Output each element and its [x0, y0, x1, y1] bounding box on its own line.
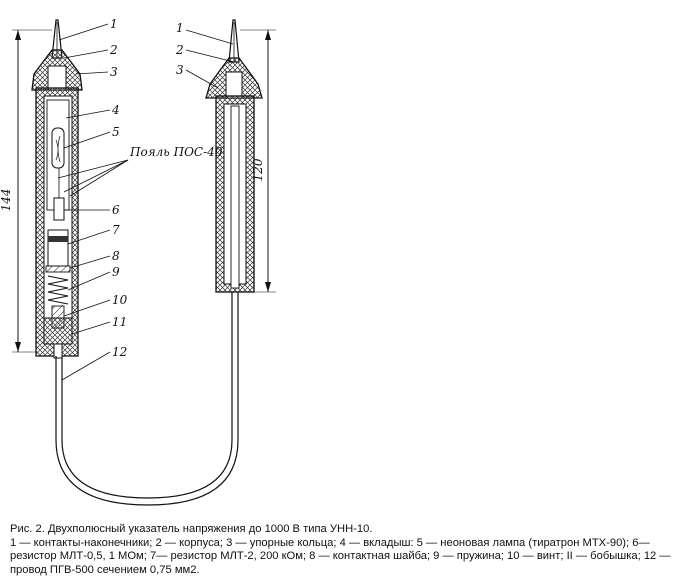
figure-caption: Рис. 2. Двухполюсный указатель напряжени… [10, 523, 682, 577]
label-2-left: 2 [109, 43, 118, 57]
label-9: 9 [112, 265, 120, 279]
label-1-left: 1 [110, 17, 118, 31]
label-6: 6 [112, 203, 120, 217]
diagram-canvas: 144 120 1 2 3 4 5 6 7 8 9 10 [0, 17, 276, 506]
label-5: 5 [112, 125, 120, 139]
contact-washer [45, 265, 71, 273]
probe-diagram: 144 120 1 2 3 4 5 6 7 8 9 10 [0, 17, 276, 506]
left-leaders [57, 23, 129, 381]
caption-legend: 1 — контакты-наконечники; 2 — корпуса; 3… [10, 536, 671, 576]
label-11: 11 [112, 315, 127, 329]
caption-title: Рис. 2. Двухполюсный указатель напряжени… [10, 523, 373, 535]
resistor-7 [47, 229, 69, 267]
boss [43, 317, 73, 345]
connecting-wire [55, 292, 239, 506]
right-leaders [185, 29, 235, 89]
right-probe [205, 19, 263, 293]
label-3-right: 3 [176, 63, 184, 77]
label-3-left: 3 [110, 65, 118, 79]
dimension-right: 120 [240, 29, 276, 293]
left-probe [31, 19, 83, 359]
resistor-6 [53, 197, 65, 221]
label-1-right: 1 [176, 21, 184, 35]
dimension-left: 144 [0, 29, 52, 353]
label-4: 4 [111, 103, 120, 117]
label-7: 7 [112, 223, 120, 237]
solder-label: Пояль ПОС-40 [129, 145, 223, 159]
label-2-right: 2 [175, 43, 184, 57]
label-12: 12 [112, 345, 127, 359]
dimension-label-144: 144 [0, 189, 13, 212]
dimension-label-120: 120 [251, 158, 265, 181]
label-8: 8 [112, 249, 120, 263]
label-10: 10 [112, 293, 128, 307]
spring [47, 275, 69, 305]
